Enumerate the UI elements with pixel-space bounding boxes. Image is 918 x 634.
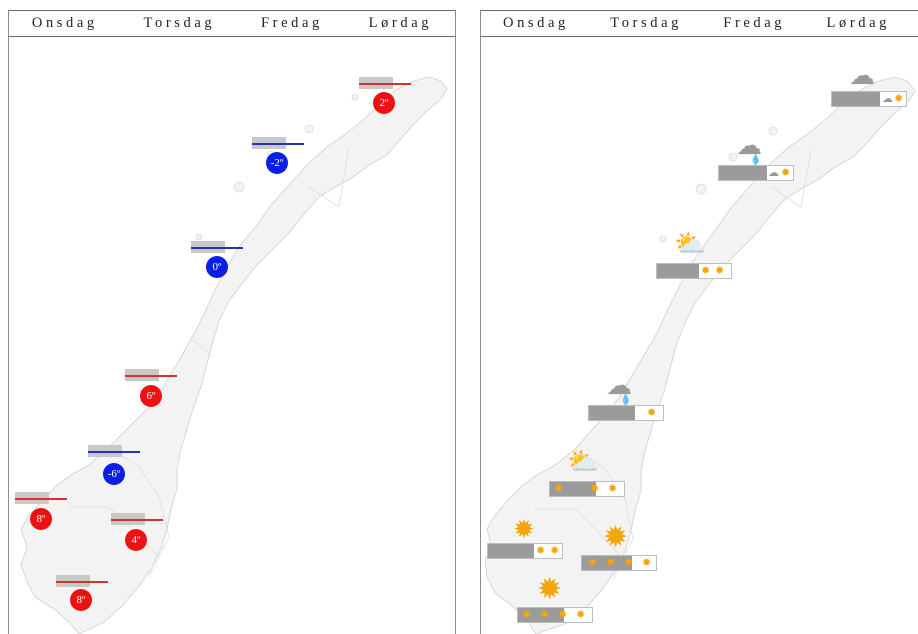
island <box>768 126 778 136</box>
county-border <box>188 336 215 358</box>
weather-panel: Onsdag Torsdag Fredag Lørdag ☁ ☁ ✹ ☁ <box>480 10 918 634</box>
sun-icon: ✹ <box>642 557 652 569</box>
day-label-torsdag[interactable]: Torsdag <box>143 15 216 31</box>
forecast-strip: ✹ <box>588 405 664 421</box>
norway-outline <box>20 76 448 634</box>
forecast-strip: ✹ ✹ ✹ ✹ <box>581 555 657 571</box>
county-border <box>308 146 350 208</box>
temp-badge: 2º <box>373 92 395 114</box>
day-header: Onsdag Torsdag Fredag Lørdag <box>481 10 918 37</box>
forecast-strip: ✹ ✹ ✹ ✹ <box>517 607 593 623</box>
sun-icon: ✹ <box>608 483 618 495</box>
island <box>695 183 707 195</box>
cloud-icon: ☁ <box>882 93 893 105</box>
day-label-lordag[interactable]: Lørdag <box>368 15 433 31</box>
sun-cloud-icon: ⛅ <box>674 229 707 258</box>
county-border <box>574 448 634 580</box>
day-header: Onsdag Torsdag Fredag Lørdag <box>9 10 455 37</box>
sun-icon: ✹ <box>588 557 598 569</box>
forecast-strip: ✹ ✹ <box>487 543 563 559</box>
forecast-strip: ✹ ✹ <box>656 263 732 279</box>
temperature-panel: Onsdag Torsdag Fredag Lørdag 2º -2º <box>8 10 456 634</box>
county-border <box>535 508 624 560</box>
day-label-onsdag[interactable]: Onsdag <box>31 15 98 31</box>
temp-badge: -2º <box>266 152 288 174</box>
temp-badge: 4º <box>125 529 147 551</box>
temp-badge: 8º <box>70 589 92 611</box>
cloud-icon: ☁ <box>849 61 875 90</box>
sun-icon: ✹ <box>624 557 634 569</box>
forecast-strip: ✹ ✹ ✹ <box>549 481 625 497</box>
island <box>304 124 314 134</box>
sun-icon: ✹ <box>537 573 563 606</box>
sun-icon: ✹ <box>554 483 564 495</box>
sun-icon: ✹ <box>894 93 904 105</box>
norway-map: ☁ ☁ ✹ ☁ 💧💧 ☁ ✹ ⛅ ✹ ✹ <box>481 37 918 634</box>
island <box>659 235 667 243</box>
day-label-lordag[interactable]: Lørdag <box>826 15 890 31</box>
temp-badge: 8º <box>30 508 52 530</box>
coastline-shape <box>20 76 448 634</box>
sun-icon: ✹ <box>536 545 546 557</box>
rain-cloud-icon: ☁ <box>736 131 762 160</box>
island <box>351 93 359 101</box>
sun-icon: ✹ <box>540 609 550 621</box>
sun-icon: ✹ <box>513 515 535 544</box>
day-label-fredag[interactable]: Fredag <box>260 15 323 31</box>
sun-icon: ✹ <box>590 483 600 495</box>
sun-icon: ✹ <box>647 407 657 419</box>
county-border <box>108 446 170 578</box>
island <box>728 152 738 162</box>
cloud-icon: ☁ <box>768 167 779 179</box>
island <box>233 181 245 193</box>
sun-icon: ✹ <box>701 265 711 277</box>
forecast-strip: ☁ ✹ <box>831 91 907 107</box>
sun-icon: ✹ <box>558 609 568 621</box>
rain-cloud-icon: ☁ <box>606 371 632 400</box>
temp-badge: 6º <box>140 385 162 407</box>
temp-badge: -6º <box>103 463 125 485</box>
sun-icon: ✹ <box>606 557 616 569</box>
sun-icon: ✹ <box>781 167 791 179</box>
forecast-strip: ☁ ✹ <box>718 165 794 181</box>
day-label-torsdag[interactable]: Torsdag <box>610 15 682 31</box>
sun-icon: ✹ <box>550 545 560 557</box>
sun-icon: ✹ <box>576 609 586 621</box>
sun-cloud-icon: ⛅ <box>567 447 600 476</box>
sun-icon: ✹ <box>603 521 629 554</box>
sun-icon: ✹ <box>522 609 532 621</box>
island <box>195 233 203 241</box>
norway-map: 2º -2º 0º 6º -6º 8º <box>9 37 455 634</box>
county-border <box>770 148 812 208</box>
day-label-fredag[interactable]: Fredag <box>723 15 786 31</box>
temp-badge: 0º <box>206 256 228 278</box>
sun-icon: ✹ <box>715 265 725 277</box>
day-label-onsdag[interactable]: Onsdag <box>503 15 569 31</box>
